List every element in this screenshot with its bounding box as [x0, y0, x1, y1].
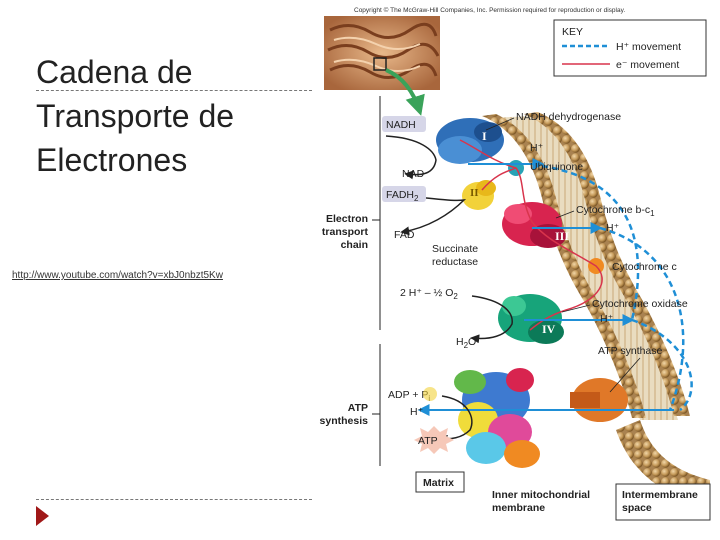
fadh2-label: FADH: [386, 189, 414, 201]
figure-canvas: Copyright © The McGraw-Hill Companies, I…: [320, 6, 711, 521]
nad-label: NAD: [402, 168, 425, 180]
nadh-label: NADH: [386, 119, 416, 131]
h-plus-label-2: H⁺: [606, 222, 620, 234]
mitochondrion-thumbnail: [324, 16, 440, 90]
succinate-label-2: reductase: [432, 256, 478, 268]
h-plus-label-3: H⁺: [600, 313, 614, 325]
svg-text:FADH2: FADH2: [386, 189, 419, 203]
complex-i-label: I: [482, 129, 487, 143]
electron-transport-figure: Copyright © The McGraw-Hill Companies, I…: [310, 0, 720, 540]
nadh-to-nad-arrow: [385, 135, 437, 180]
atp-label: ATP: [418, 435, 438, 447]
adp-pi-label: ADP + P: [388, 389, 428, 401]
title-line-1: Cadena de: [36, 54, 193, 90]
slide-nav-arrow-icon[interactable]: [36, 506, 50, 526]
key-h-label: H⁺ movement: [616, 41, 681, 53]
svg-text:H2O: H2O: [456, 336, 476, 350]
complex-ii: II: [462, 180, 496, 210]
o2-subscript: 2: [453, 292, 458, 301]
h-plus-label-1: H⁺: [530, 142, 544, 154]
atp-starburst: [414, 426, 454, 454]
nadh-dehydrogenase-label: NADH dehydrogenase: [516, 111, 621, 123]
copyright-notice: Copyright © The McGraw-Hill Companies, I…: [354, 6, 625, 14]
atp-synthesis-label-2: synthesis: [320, 415, 369, 427]
intermembrane-label-2: space: [622, 502, 652, 514]
zoom-arrow: [385, 68, 425, 116]
atp-synthase-complex: [454, 368, 628, 468]
cytochrome-c-label: Cytochrome c: [612, 261, 677, 273]
fadh2-badge: [382, 186, 426, 202]
atp-synthesis-label-1: ATP: [348, 402, 368, 414]
h-plus-label-4: H⁺: [410, 406, 424, 418]
etc-label-2: transport: [322, 226, 369, 238]
complex-ii-label: II: [470, 187, 479, 199]
slide-title: Cadena de Transporte de Electrones: [36, 50, 316, 182]
cytochrome-oxidase-label: Cytochrome oxidase: [592, 298, 688, 310]
intermembrane-box: [615, 483, 711, 521]
bottom-dashed-rule: [36, 499, 312, 500]
water-label: H: [456, 336, 464, 348]
key-title: KEY: [562, 26, 583, 38]
succinate-label-1: Succinate: [432, 243, 478, 255]
proton-movement: [417, 158, 693, 416]
title-line-2: Transporte de: [36, 98, 235, 134]
intermembrane-label-1: Intermembrane: [622, 489, 698, 501]
water-tail: O: [468, 336, 476, 348]
complex-iv: IV: [498, 294, 564, 344]
fad-label: FAD: [394, 229, 415, 241]
complex-i: I: [436, 118, 504, 164]
inner-membrane-label-1: Inner mitochondrial: [492, 489, 590, 501]
cytochrome-bc1-label: Cytochrome b-c: [576, 204, 650, 216]
svg-text:Cytochrome b-c1: Cytochrome b-c1: [576, 204, 655, 218]
water-subscript: 2: [464, 341, 469, 350]
cytochrome-bc1-subscript: 1: [650, 209, 655, 218]
complex-iii-label: III: [555, 229, 569, 243]
oxygen-to-water-arrow: [470, 295, 513, 344]
etc-label-1: Electron: [326, 213, 368, 225]
etc-label-3: chain: [341, 239, 368, 251]
youtube-link[interactable]: http://www.youtube.com/watch?v=xbJ0nbzt5…: [12, 270, 223, 281]
fadh2-subscript: 2: [414, 194, 419, 203]
title-line-3: Electrones: [36, 142, 188, 178]
key-e-label: e⁻ movement: [616, 59, 679, 71]
electron-path: [459, 139, 603, 331]
svg-text:2 H⁺ – ½ O2: 2 H⁺ – ½ O2: [400, 287, 458, 301]
matrix-label: Matrix: [423, 477, 454, 489]
nadh-badge: [382, 116, 426, 132]
top-dashed-rule: [36, 90, 312, 91]
legend-key: KEY H⁺ movement e⁻ movement: [553, 19, 707, 77]
two-h-half-o2-label: 2 H⁺ – ½ O: [400, 287, 453, 299]
matrix-box: [415, 471, 465, 493]
electron-path-fad: [481, 167, 517, 191]
inner-membrane-label-2: membrane: [492, 502, 545, 514]
ubiquinone-label: Ubiquinone: [530, 161, 583, 173]
atp-synthase-label: ATP synthase: [598, 345, 663, 357]
complex-iv-label: IV: [542, 322, 556, 336]
